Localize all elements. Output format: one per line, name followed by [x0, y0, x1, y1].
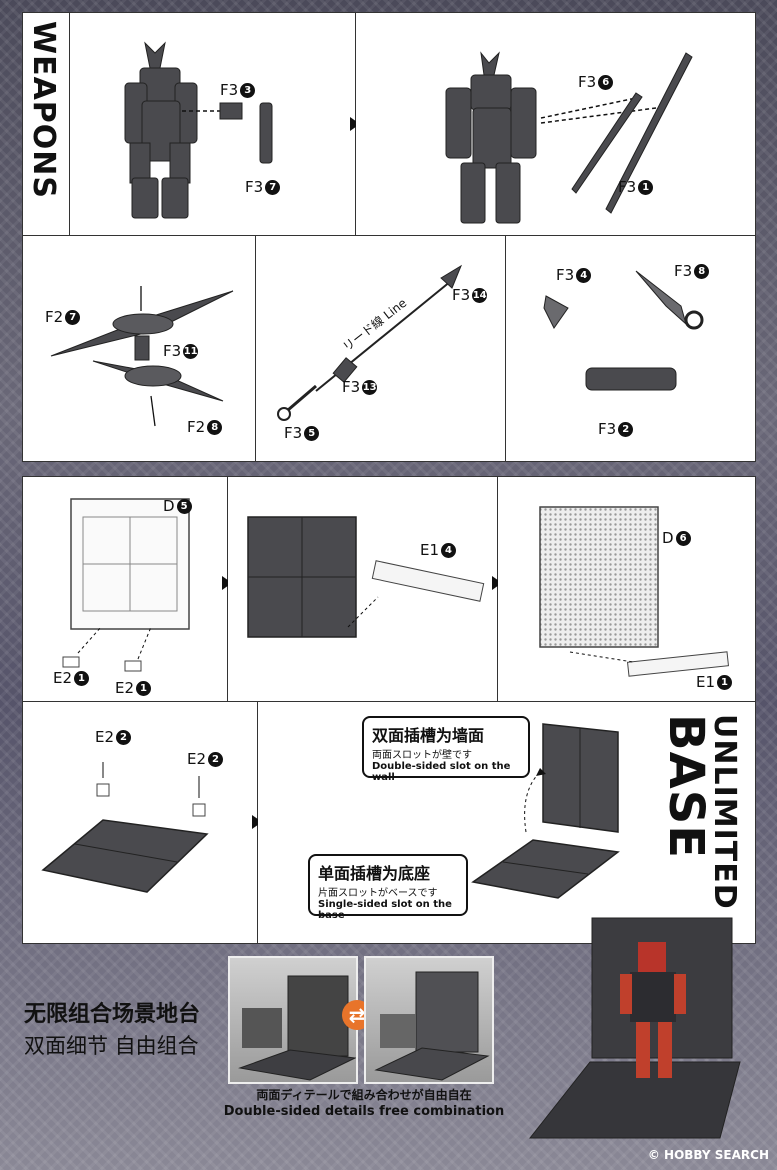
- wall-and-floor-diagram: [471, 723, 620, 899]
- giant-shuriken-diagram: [50, 286, 234, 427]
- callout-wall: 双面插槽为墙面 両面スロットが壁です Double-sided slot on …: [362, 716, 530, 783]
- base-title-line-2: BASE: [658, 714, 714, 860]
- callout-base-en: Single-sided slot on the base: [318, 899, 452, 921]
- robot-figure-1: [124, 41, 273, 219]
- base-step-5-panel: UNLIMITED BASE 双面插槽为墙面 両面スロットが壁です Double…: [258, 702, 756, 944]
- callout-wall-jp: 両面スロットが壁です: [372, 750, 472, 761]
- callout-base-jp: 片面スロットがベースです: [318, 888, 438, 899]
- promo-photo-left: [228, 956, 358, 1084]
- promo-subtitle-zh: 双面细节 自由组合: [24, 1034, 199, 1058]
- weapons-title: WEAPONS: [26, 21, 61, 200]
- robot-figure-2: [445, 51, 693, 224]
- promo-caption-jp: 両面ディテールで組み合わせが自由自在: [256, 1088, 472, 1102]
- callout-base-zh: 单面插槽为底座: [318, 864, 431, 883]
- promo-caption-en: Double-sided details free combination: [223, 1104, 505, 1119]
- step-arrow-icon: [222, 576, 232, 590]
- promo-photo-right: [364, 956, 494, 1084]
- spear-diagram: [277, 264, 463, 421]
- step-arrow-icon: [350, 117, 360, 131]
- base-title-2: BASE: [658, 714, 714, 859]
- base-panel-dark-diagram: [247, 516, 485, 638]
- callout-wall-zh: 双面插槽为墙面: [372, 726, 485, 745]
- step-arrow-icon: [252, 815, 262, 829]
- weapons-header-panel: WEAPONS: [22, 12, 70, 236]
- promo-photo-figure: [520, 912, 762, 1142]
- promo-title-zh: 无限组合场景地台: [24, 1002, 201, 1027]
- misc-weapons-diagram: [543, 270, 704, 391]
- callout-base: 单面插槽为底座 片面スロットがベースです Single-sided slot o…: [308, 854, 468, 921]
- callout-wall-en: Double-sided slot on the wall: [372, 761, 511, 783]
- base-panel-white-diagram: [62, 498, 190, 672]
- watermark: © HOBBY SEARCH: [647, 1148, 769, 1162]
- floor-assembly-diagram: [41, 762, 209, 893]
- mesh-panel-diagram: [539, 506, 730, 677]
- step-arrow-icon: [492, 576, 502, 590]
